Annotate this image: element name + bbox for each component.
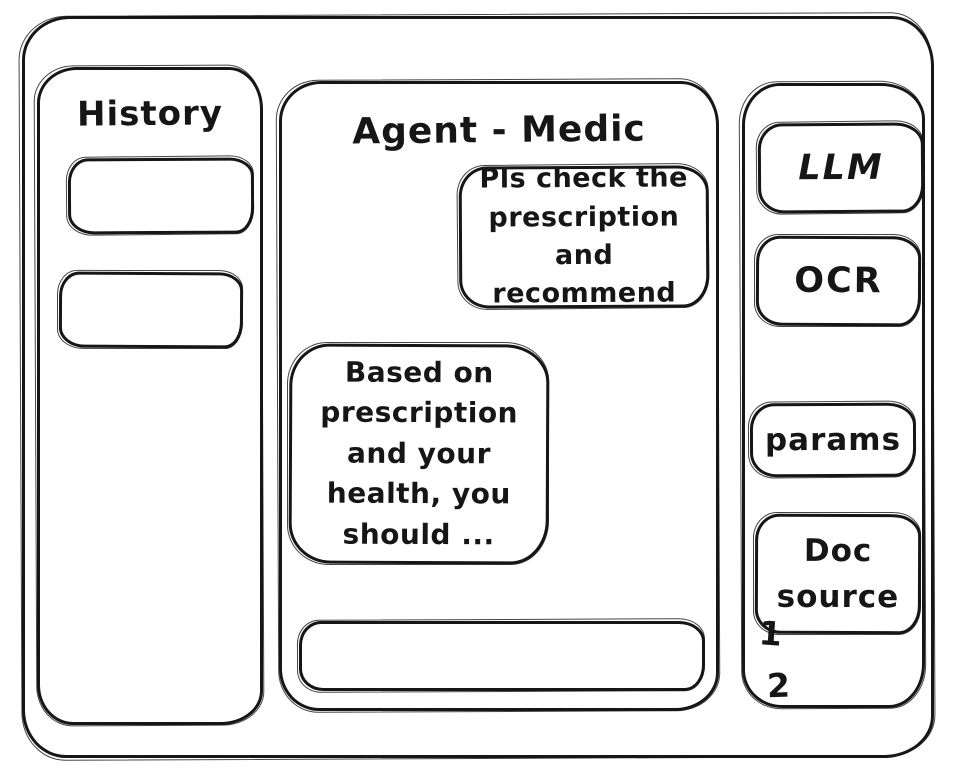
message-input[interactable] (316, 628, 688, 684)
params-button[interactable]: params (749, 402, 917, 478)
agent-message-bubble: Based on prescription and your health, y… (288, 343, 550, 565)
doc-source-item-1[interactable]: 1 (757, 613, 784, 654)
history-item[interactable] (58, 271, 244, 349)
user-message-bubble: Pls check the prescription and recommend (458, 163, 710, 310)
app-window: History Agent - Medic Pls check the pres… (22, 16, 934, 758)
llm-button[interactable]: LLM (757, 122, 925, 214)
doc-source-label: Doc source (776, 532, 900, 616)
ocr-button[interactable]: OCR (755, 235, 922, 327)
history-title: History (76, 93, 224, 135)
history-item[interactable] (67, 157, 255, 235)
message-input-box[interactable] (299, 621, 705, 691)
tools-sidebar: LLM OCR params Doc source 1 2 (742, 83, 925, 708)
doc-source-item-2[interactable]: 2 (766, 665, 791, 706)
chat-title: Agent - Medic (351, 108, 647, 153)
chat-panel: Agent - Medic Pls check the prescription… (279, 81, 719, 711)
history-sidebar: History (37, 67, 263, 725)
